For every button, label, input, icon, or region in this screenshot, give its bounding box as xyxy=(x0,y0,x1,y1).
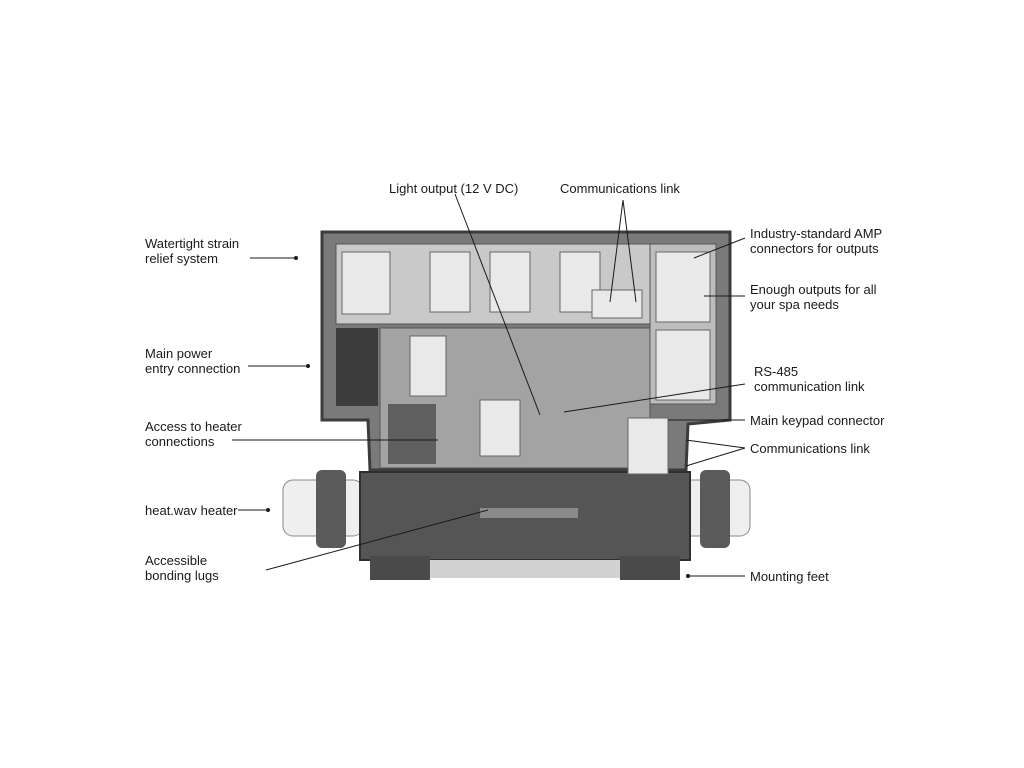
label-main-keypad-connector: Main keypad connector xyxy=(750,413,884,428)
label-line: entry connection xyxy=(145,361,241,376)
label-line: connections xyxy=(145,434,215,449)
label-main-power-entry: Main power entry connection xyxy=(145,346,240,376)
label-mounting-feet: Mounting feet xyxy=(750,569,829,584)
label-line: Mounting feet xyxy=(750,569,829,584)
label-line: Light output (12 V DC) xyxy=(389,181,519,196)
enclosure-housing xyxy=(320,230,732,580)
label-line: Communications link xyxy=(560,181,680,196)
label-line: Industry-standard AMP xyxy=(750,226,883,241)
label-line: Accessible xyxy=(145,553,208,568)
label-enough-outputs: Enough outputs for all your spa needs xyxy=(750,282,876,312)
label-light-output: Light output (12 V DC) xyxy=(389,181,518,196)
label-rs485: RS-485 communication link xyxy=(754,364,865,394)
label-line: communication link xyxy=(754,379,865,394)
label-amp-connectors: Industry-standard AMP connectors for out… xyxy=(750,226,882,256)
label-line: heat.wav heater xyxy=(145,503,238,518)
label-heater-access: Access to heater connections xyxy=(145,419,242,449)
label-line: your spa needs xyxy=(750,297,839,312)
label-line: connectors for outputs xyxy=(750,241,879,256)
label-line: Enough outputs for all xyxy=(750,282,877,297)
label-communications-link-top: Communications link xyxy=(560,181,680,196)
label-bonding-lugs: Accessible bonding lugs xyxy=(145,553,219,583)
label-line: Main power xyxy=(145,346,213,361)
label-watertight-strain-relief: Watertight strain relief system xyxy=(145,236,239,266)
label-line: RS-485 xyxy=(754,364,799,379)
label-line: bonding lugs xyxy=(145,568,219,583)
label-communications-link-right: Communications link xyxy=(750,441,870,456)
label-line: Main keypad connector xyxy=(750,413,885,428)
heater-pipes xyxy=(282,470,751,548)
label-line: Communications link xyxy=(750,441,870,456)
leader-lines xyxy=(232,193,746,577)
label-line: Access to heater xyxy=(145,419,242,434)
leader-dots xyxy=(266,256,690,578)
label-line: Watertight strain xyxy=(145,236,240,251)
label-line: relief system xyxy=(145,251,218,266)
label-heater: heat.wav heater xyxy=(145,503,238,518)
